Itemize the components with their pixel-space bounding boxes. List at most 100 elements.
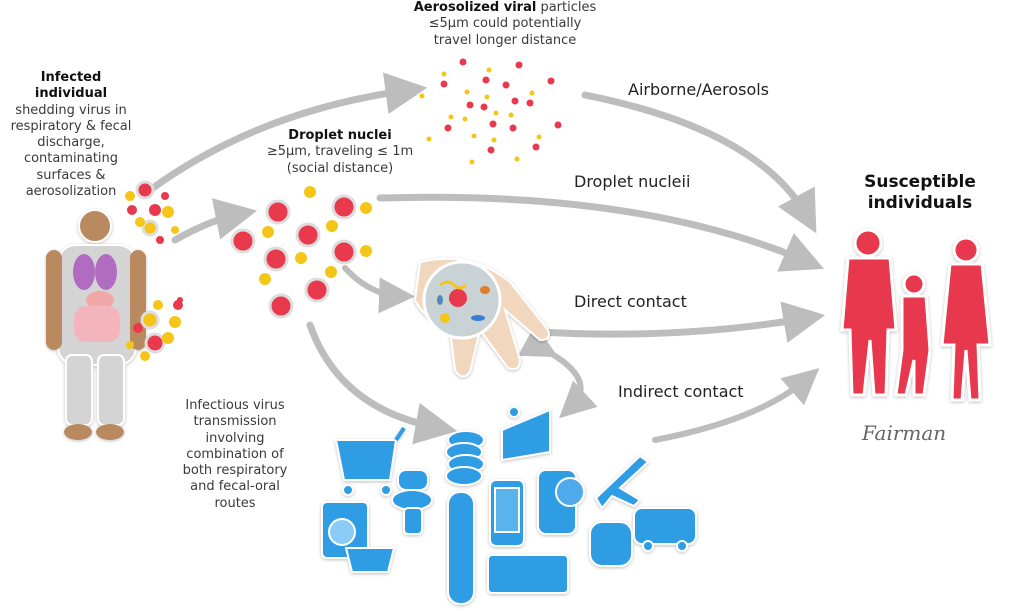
fecal-particle-yellow (169, 316, 181, 328)
arrows (146, 72, 826, 445)
train-icon (589, 521, 633, 567)
fomite-icons (321, 406, 697, 605)
aerosol-particle-red (547, 77, 555, 85)
child-silhouette (894, 272, 932, 397)
route-label-airborne: Airborne/Aerosols (628, 80, 770, 99)
aerosol-particle-yellow (514, 156, 520, 162)
route-label-indirect-contact: Indirect contact (618, 382, 744, 401)
droplet-nuclei-label: Droplet nuclei ≥5µm, traveling ≤ 1m (soc… (240, 128, 440, 177)
aerosol-particle-yellow (426, 136, 432, 142)
aerosol-particle-yellow (471, 133, 477, 139)
aerosol-particle-red (480, 103, 488, 111)
aerosol-line2: ≤5µm could potentially (428, 16, 582, 32)
intestines-icon (74, 291, 120, 342)
note-line: involving (205, 430, 265, 446)
aerosol-label: Aerosolized viral particles ≤5µm could p… (370, 0, 640, 49)
microbe-magnifier-icon (422, 260, 502, 340)
fecal-particle-red (144, 332, 166, 354)
combined-transmission-note: Infectious virus transmission involving … (150, 398, 320, 512)
aerosol-particle-yellow (493, 110, 499, 116)
droplet-line2: ≥5µm, traveling ≤ 1m (266, 144, 414, 160)
arrow-direct-contact (536, 301, 826, 343)
aerosol-particle-red (489, 120, 497, 128)
aerosol-particle-yellow (484, 94, 490, 100)
mouth-particle-yellow (125, 191, 135, 201)
fecal-particle-yellow (140, 351, 150, 361)
aerosol-particle-red (487, 146, 495, 154)
arrow-hand-fomite-bidirectional (517, 324, 598, 419)
fecal-particle-yellow (153, 300, 163, 310)
droplet-yellow (304, 186, 316, 198)
droplet-title: Droplet nuclei (288, 128, 392, 143)
aerosol-particle-red (554, 121, 562, 129)
aerosol-particle-yellow (448, 114, 454, 120)
keyboard-icon (487, 554, 569, 594)
note-line: and fecal-oral (190, 479, 280, 495)
droplet-yellow (295, 252, 307, 264)
infected-desc-line: contaminating (23, 151, 119, 167)
aerosol-particle-red (440, 80, 448, 88)
arrow-indirect-contact (652, 368, 820, 443)
washing-machine-icon (321, 501, 369, 559)
tv-remote-icon (447, 491, 475, 605)
note-line: combination of (186, 446, 284, 462)
droplet-red (295, 222, 321, 248)
escalator-icon (501, 406, 551, 462)
route-label-direct-contact: Direct contact (574, 292, 687, 311)
aerosol-particle-red (509, 124, 517, 132)
smartphone-icon (489, 479, 525, 547)
note-line: transmission (193, 414, 277, 430)
particle-clusters (125, 58, 562, 361)
note-line: both respiratory (182, 463, 288, 478)
droplet-yellow (325, 266, 337, 278)
infected-desc-line: shedding virus in (15, 102, 127, 118)
droplet-red (263, 246, 289, 272)
aerosol-particle-red (526, 99, 534, 107)
droplet-red (331, 239, 357, 265)
aerosol-particle-yellow (462, 116, 468, 122)
arrow-droplet-to-fomites (306, 321, 458, 445)
droplet-red (268, 293, 294, 319)
droplet-yellow (326, 220, 338, 232)
toilet-icon (391, 469, 433, 535)
adult-man-silhouette (840, 228, 898, 397)
susceptible-line2: individuals (867, 193, 973, 214)
aerosol-particle-yellow (441, 71, 447, 77)
susceptible-family-icon (840, 228, 992, 402)
droplet-red (304, 277, 330, 303)
aerosol-particle-yellow (464, 89, 470, 95)
susceptible-line1: Susceptible (864, 172, 976, 192)
infected-individual-title-line1: Infected (40, 70, 102, 85)
infected-desc-line: surfaces & (36, 167, 106, 183)
aerosol-particle-red (515, 61, 523, 69)
mouth-particle-yellow (135, 217, 145, 227)
adult-woman-silhouette (940, 236, 992, 402)
route-label-droplet-nucleii: Droplet nucleii (574, 172, 691, 191)
note-line: routes (214, 495, 256, 511)
aerosol-particle-yellow (469, 159, 475, 165)
aerosol-particle-red (532, 143, 540, 151)
fecal-particle-red (177, 297, 183, 303)
fecal-particle-yellow (126, 341, 134, 349)
laundry-basket-icon (344, 547, 396, 573)
aerosol-particle-yellow (508, 112, 514, 118)
aerosol-particle-red (502, 81, 510, 89)
lungs-icon (73, 254, 117, 290)
aerosol-particle-yellow (419, 93, 425, 99)
aerosol-particle-red (511, 97, 519, 105)
note-line: Infectious virus (185, 398, 285, 413)
arrow-source-to-droplet (171, 198, 258, 244)
aerosol-particle-yellow (536, 134, 542, 140)
arrow-source-to-aerosol (146, 72, 428, 194)
aerosol-title: Aerosolized viral (413, 0, 537, 15)
infected-desc-line: aerosolization (25, 183, 117, 199)
aerosol-particle-yellow (486, 67, 492, 73)
aerosol-particle-red (466, 101, 474, 109)
aerosol-particle-yellow (491, 137, 497, 143)
mouth-particle-red (156, 236, 164, 244)
airplane-icon (594, 454, 650, 510)
droplet-red (265, 199, 291, 225)
mouth-particle-red (161, 192, 169, 200)
aerosol-title-rest: particles (536, 0, 597, 15)
